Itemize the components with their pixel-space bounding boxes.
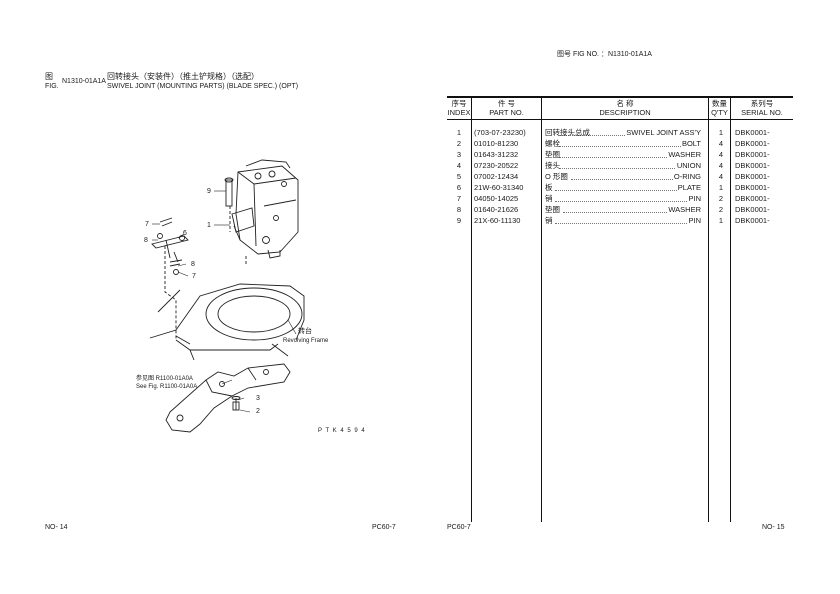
plate-6: [151, 235, 189, 249]
left-page-number: NO- 14: [45, 524, 68, 531]
row-qty: 4: [718, 150, 724, 159]
row-qty: 4: [718, 139, 724, 148]
right-page-model: PC60-7: [447, 524, 471, 531]
revolving-frame-ring: [205, 287, 303, 341]
row-part-no: 21W-60-31340: [474, 183, 524, 192]
table-top-rule: [447, 96, 793, 98]
reference-label-en: See Fig. R1100-01A0A: [136, 384, 198, 390]
row-qty: 1: [718, 128, 724, 137]
callout-1: 1: [207, 222, 211, 229]
row-index: 5: [456, 172, 462, 181]
row-qty: 4: [718, 161, 724, 170]
row-part-no: 07230-20522: [474, 161, 519, 170]
row-part-no: 01643-31232: [474, 150, 519, 159]
callout-7b: 7: [192, 273, 196, 280]
row-index: 7: [456, 194, 462, 203]
row-part-no: 01640-21626: [474, 205, 519, 214]
col-divider: [541, 97, 542, 522]
col-divider: [471, 97, 472, 522]
col-divider: [708, 97, 709, 522]
title-cn: 回转接头（安装件）（推土铲规格）（选配）: [107, 72, 259, 81]
row-qty: 2: [718, 205, 724, 214]
left-page-model: PC60-7: [372, 524, 396, 531]
row-serial: DBK0001-: [735, 128, 770, 137]
row-serial: DBK0001-: [735, 161, 770, 170]
fig-label-cn: 图: [45, 72, 53, 81]
callout-9: 9: [207, 188, 211, 195]
table-header-rule: [447, 119, 793, 120]
row-serial: DBK0001-: [735, 205, 770, 214]
row-serial: DBK0001-: [735, 183, 770, 192]
callout-2: 2: [256, 408, 260, 415]
revolving-frame-label-cn: 转台: [298, 328, 312, 335]
row-index: 1: [456, 128, 462, 137]
row-serial: DBK0001-: [735, 172, 770, 181]
callout-8b: 8: [191, 261, 195, 268]
row-qty: 1: [718, 216, 724, 225]
row-part-no: 07002-12434: [474, 172, 519, 181]
right-page-number: NO- 15: [762, 524, 785, 531]
drawing-code: P T K 4 5 9 4: [318, 428, 366, 434]
row-qty: 1: [718, 183, 724, 192]
callout-3: 3: [256, 395, 260, 402]
row-index: 3: [456, 150, 462, 159]
bracket-plate: [165, 363, 291, 433]
fig-number: N1310-01A1A: [62, 78, 106, 85]
row-part-no: (703-07-23230): [474, 128, 526, 137]
row-serial: DBK0001-: [735, 194, 770, 203]
exploded-parts-drawing: [149, 159, 305, 433]
row-qty: 4: [718, 172, 724, 181]
row-part-no: 21X-60-11130: [474, 216, 521, 225]
callout-7: 7: [145, 221, 149, 228]
row-qty: 2: [718, 194, 724, 203]
title-en: SWIVEL JOINT (MOUNTING PARTS) (BLADE SPE…: [107, 83, 299, 90]
row-serial: DBK0001-: [735, 150, 770, 159]
row-part-no: 04050-14025: [474, 194, 519, 203]
col-divider: [730, 97, 731, 522]
callout-8: 8: [144, 237, 148, 244]
row-serial: DBK0001-: [735, 139, 770, 148]
right-fig-number: 图号 FIG NO. ：N1310-01A1A: [557, 51, 652, 58]
row-index: 9: [456, 216, 462, 225]
pin-9: [225, 179, 233, 207]
row-index: 2: [456, 139, 462, 148]
row-index: 4: [456, 161, 462, 170]
revolving-frame: [149, 283, 305, 341]
reference-label-cn: 参见图 R1100-01A0A: [136, 376, 193, 382]
row-part-no: 01010-81230: [474, 139, 519, 148]
row-index: 8: [456, 205, 462, 214]
row-index: 6: [456, 183, 462, 192]
row-serial: DBK0001-: [735, 216, 770, 225]
revolving-frame-label-en: Revolving Frame: [283, 338, 329, 344]
callout-6: 6: [183, 230, 187, 237]
fig-label-en: FIG.: [45, 83, 59, 90]
